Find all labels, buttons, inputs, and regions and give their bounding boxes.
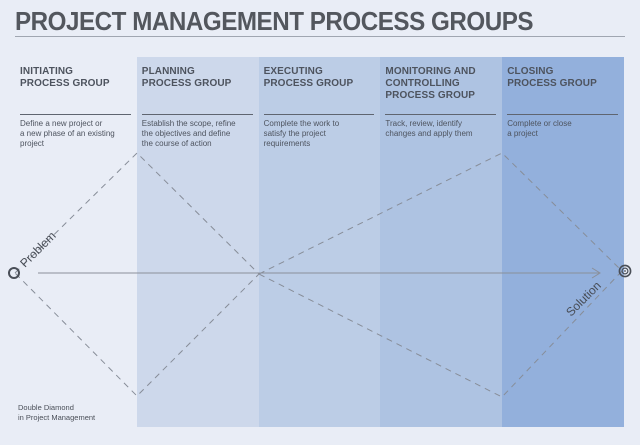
column-initiating-title: INITIATING PROCESS GROUP: [20, 66, 110, 89]
column-initiating: INITIATING PROCESS GROUP Define a new pr…: [15, 57, 137, 427]
column-closing-description: Complete or close a project: [507, 119, 572, 138]
column-divider: [20, 114, 131, 115]
process-group-columns: INITIATING PROCESS GROUP Define a new pr…: [15, 57, 624, 427]
column-planning-title: PLANNING PROCESS GROUP: [141, 66, 232, 89]
column-monitoring-controlling: MONITORING AND CONTROLLING PROCESS GROUP…: [380, 57, 503, 427]
title-divider: [15, 36, 625, 37]
column-executing-title: EXECUTING PROCESS GROUP: [263, 66, 354, 89]
column-initiating-description: Define a new project or a new phase of a…: [20, 119, 115, 148]
diagram-caption: Double Diamond in Project Management: [18, 403, 96, 422]
column-closing: CLOSING PROCESS GROUP Complete or close …: [502, 57, 624, 427]
column-executing: EXECUTING PROCESS GROUP Complete the wor…: [258, 57, 381, 427]
column-executing-description: Complete the work to satisfy the project…: [263, 119, 340, 148]
column-planning-description: Establish the scope, refine the objectiv…: [141, 119, 236, 148]
column-monitoring-controlling-title: MONITORING AND CONTROLLING PROCESS GROUP: [385, 66, 476, 101]
column-closing-title: CLOSING PROCESS GROUP: [507, 66, 597, 89]
page-title: PROJECT MANAGEMENT PROCESS GROUPS: [15, 6, 534, 36]
column-divider: [507, 114, 618, 115]
column-divider: [141, 114, 253, 115]
column-divider: [263, 114, 375, 115]
column-planning: PLANNING PROCESS GROUP Establish the sco…: [136, 57, 259, 427]
column-divider: [385, 114, 497, 115]
column-monitoring-controlling-description: Track, review, identify changes and appl…: [385, 119, 473, 138]
